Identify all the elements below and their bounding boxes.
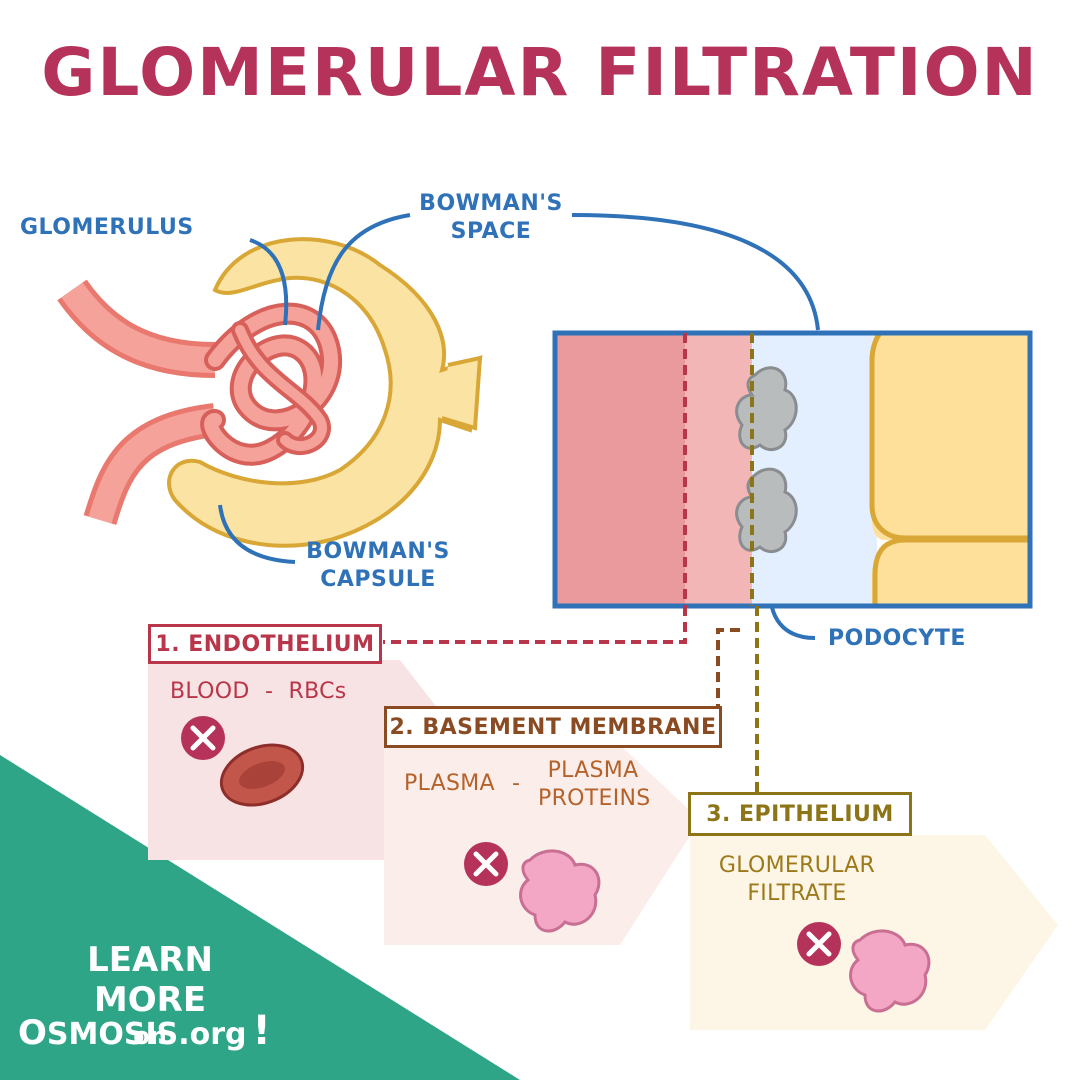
endothelium-blood: BLOOD xyxy=(170,679,250,704)
basement-membrane-right-line-1: PLASMA xyxy=(547,758,639,783)
epithelium-line-1: GLOMERULAR xyxy=(718,853,876,878)
bowmans-space-leader-right xyxy=(571,213,820,331)
endothelium-description: BLOOD - RBCs xyxy=(170,678,347,706)
endothelium-title: 1. ENDOTHELIUM xyxy=(155,631,375,657)
epithelium-title: 3. EPITHELIUM xyxy=(706,801,894,827)
bowmans-space-label-line-1: BOWMAN'S xyxy=(419,191,563,216)
endothelium-dash: - xyxy=(264,679,274,704)
page-title: GLOMERULAR FILTRATION xyxy=(41,34,1039,111)
epithelium-description: GLOMERULAR FILTRATE xyxy=(714,852,880,908)
epithelium-line-2: FILTRATE xyxy=(747,881,847,906)
endothelium-connector xyxy=(383,606,687,644)
bowmans-space-leader-left xyxy=(316,213,411,331)
osmosis-logo-bang: ! xyxy=(252,1008,271,1054)
basement-membrane-connector xyxy=(716,628,740,708)
basement-membrane-panel xyxy=(384,745,700,945)
bowmans-capsule xyxy=(167,237,483,548)
filtrate-protein xyxy=(849,929,931,1013)
cta-block[interactable]: LEARN MORE on xyxy=(30,940,270,1052)
glomerulus-tangle xyxy=(200,302,343,466)
blocked-x-icon-2 xyxy=(464,842,508,886)
bowmans-capsule-leader xyxy=(218,504,296,564)
bowmans-space-label-line-2: SPACE xyxy=(450,219,532,244)
filtration-barrier xyxy=(552,330,1033,609)
bowmans-capsule-label: BOWMAN'S CAPSULE xyxy=(304,538,452,594)
basement-membrane-right: PLASMA PROTEINS xyxy=(538,757,651,813)
cta-learn-more: LEARN MORE xyxy=(87,940,213,1020)
cta-background xyxy=(0,755,520,1080)
blocked-x-icon-3 xyxy=(797,922,841,966)
endothelium-rbcs: RBCs xyxy=(288,679,347,704)
osmosis-logo[interactable]: OSMOSIS.org! xyxy=(18,1008,271,1054)
epithelium-title-box: 3. EPITHELIUM xyxy=(688,792,912,836)
plasma-protein xyxy=(519,849,601,933)
blocked-x-icon-1 xyxy=(181,716,225,760)
basement-membrane-right-line-2: PROTEINS xyxy=(538,786,651,811)
bowmans-capsule-label-line-1: BOWMAN'S xyxy=(306,539,450,564)
red-blood-cell xyxy=(219,743,305,807)
basement-membrane-title-box: 2. BASEMENT MEMBRANE xyxy=(384,706,722,748)
glomerulus-leader xyxy=(249,238,289,326)
endothelium-title-box: 1. ENDOTHELIUM xyxy=(148,624,382,664)
osmosis-logo-o-icon: O xyxy=(18,1013,47,1053)
osmosis-logo-text: SMOSIS.org xyxy=(46,1017,247,1052)
cta-on: on xyxy=(133,1022,167,1050)
bowmans-space-label: BOWMAN'S SPACE xyxy=(418,190,564,246)
basement-membrane-dash: - xyxy=(512,771,521,796)
glomerulus-label: GLOMERULUS xyxy=(20,215,194,240)
basement-membrane-left: PLASMA xyxy=(404,771,495,796)
bowmans-capsule-label-line-2: CAPSULE xyxy=(320,567,436,592)
basement-membrane-title: 2. BASEMENT MEMBRANE xyxy=(389,714,717,740)
podocyte-label: PODOCYTE xyxy=(828,626,966,651)
